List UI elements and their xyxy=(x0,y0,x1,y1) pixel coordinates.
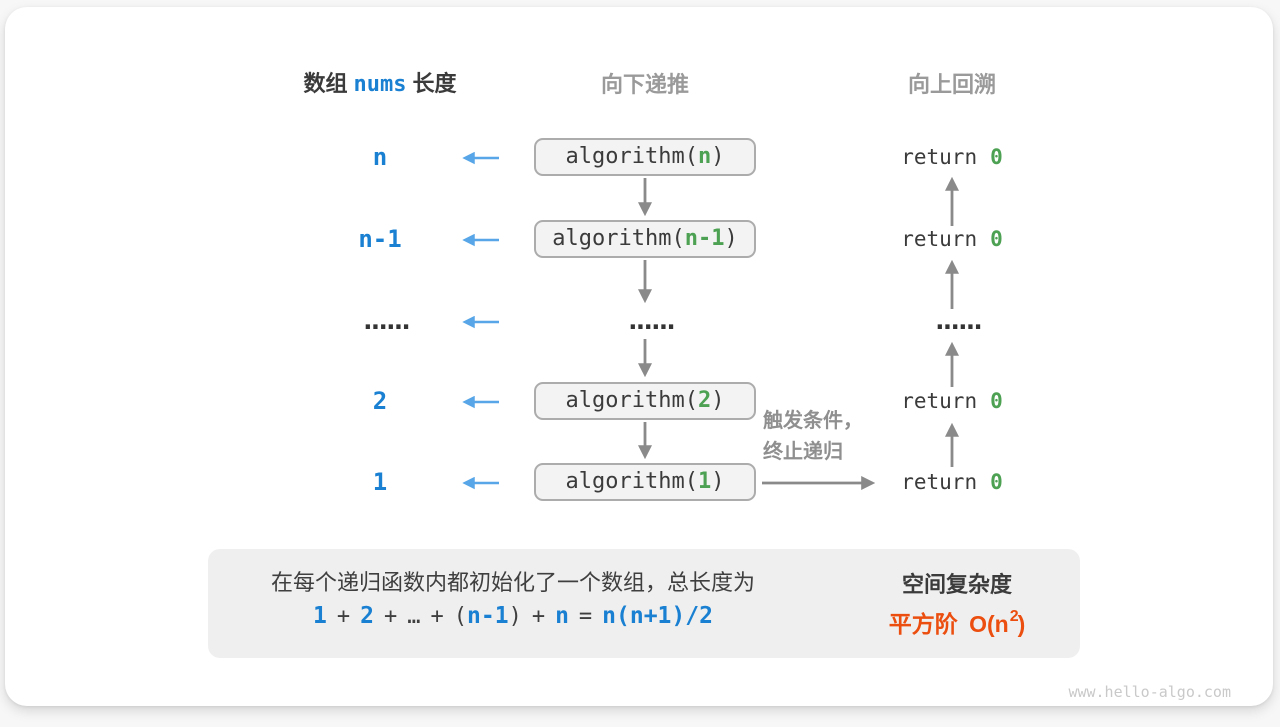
ellipsis-right: ...... xyxy=(932,306,986,336)
return-statement-n-1: return 0 xyxy=(865,224,1039,254)
call-prefix: algorithm( xyxy=(565,469,698,494)
formula-operator: + xyxy=(430,604,444,629)
complexity-value-suffix: ) xyxy=(1017,611,1026,637)
formula-paren-close: ) xyxy=(508,604,522,629)
return-statement-n: return 0 xyxy=(865,142,1039,172)
formula-term: 2 xyxy=(360,603,375,629)
return-statement-2: return 0 xyxy=(865,386,1039,416)
watermark: www.hello-algo.com xyxy=(1068,683,1231,701)
call-suffix: ) xyxy=(724,226,738,251)
call-param: n-1 xyxy=(684,226,725,251)
termination-note-line2: 终止递归 xyxy=(763,441,843,463)
formula-result: n(n+1)/2 xyxy=(602,603,713,629)
column-header-recurse-down: 向下递推 xyxy=(600,72,689,97)
summary-description: 在每个递归函数内都初始化了一个数组，总长度为 xyxy=(270,570,755,595)
array-label-code: nums xyxy=(353,72,407,97)
call-param: 1 xyxy=(697,469,712,494)
formula-operator: + xyxy=(336,604,351,629)
termination-note-line1: 触发条件， xyxy=(763,410,863,432)
length-label-n: n xyxy=(372,143,388,171)
summary-formula: 1 +2 + … + (n-1) + n = n(n+1)/2 xyxy=(208,603,818,629)
array-label-suffix: 长度 xyxy=(412,71,457,96)
formula-term: 1 xyxy=(313,603,327,629)
summary-panel: 在每个递归函数内都初始化了一个数组，总长度为 1 +2 + … + (n-1) + n = n(n… xyxy=(208,549,1080,658)
call-prefix: algorithm( xyxy=(552,226,685,251)
return-value: 0 xyxy=(990,227,1003,251)
complexity-exponent: 2 xyxy=(1009,608,1019,626)
array-label-prefix: 数组 xyxy=(303,71,348,96)
call-suffix: ) xyxy=(711,469,725,494)
ellipsis-length: ...... xyxy=(360,306,414,336)
call-box-2: algorithm(2) xyxy=(534,382,756,420)
call-param: n xyxy=(697,144,712,169)
length-label-1: 1 xyxy=(372,468,388,496)
call-suffix: ) xyxy=(711,144,725,169)
return-keyword: return xyxy=(901,145,978,169)
length-pointer-arrows xyxy=(462,151,499,490)
call-suffix: ) xyxy=(711,388,725,413)
length-label-n-1: n-1 xyxy=(358,225,402,253)
return-statement-1: return 0 xyxy=(865,467,1039,497)
call-param: 2 xyxy=(697,388,712,413)
formula-term: n xyxy=(555,603,569,629)
column-header-backtrack: 向上回溯 xyxy=(907,72,996,97)
complexity-value: 平方阶 O(n2) xyxy=(852,605,1062,639)
call-box-n: algorithm(n) xyxy=(534,138,756,176)
return-keyword: return xyxy=(901,389,978,413)
return-value: 0 xyxy=(990,389,1003,413)
formula-term: n-1 xyxy=(467,603,509,629)
formula-operator: + xyxy=(531,604,546,629)
formula-paren-open: ( xyxy=(453,604,468,629)
return-value: 0 xyxy=(990,470,1003,494)
termination-note: 触发条件， 终止递归 xyxy=(763,406,893,468)
call-prefix: algorithm( xyxy=(565,144,698,169)
length-label-2: 2 xyxy=(372,387,388,415)
ellipsis-middle: ...... xyxy=(625,306,679,336)
return-keyword: return xyxy=(901,227,978,251)
complexity-value-prefix: 平方阶 O(n xyxy=(888,611,1009,637)
formula-operator: + xyxy=(384,604,398,629)
formula-equals: = xyxy=(578,604,593,629)
complexity-title: 空间复杂度 xyxy=(901,572,1012,597)
return-keyword: return xyxy=(901,470,978,494)
call-prefix: algorithm( xyxy=(565,388,698,413)
call-box-1: algorithm(1) xyxy=(534,463,756,501)
call-box-n-1: algorithm(n-1) xyxy=(534,220,756,258)
formula-ellipsis: … xyxy=(407,604,421,629)
return-value: 0 xyxy=(990,145,1003,169)
